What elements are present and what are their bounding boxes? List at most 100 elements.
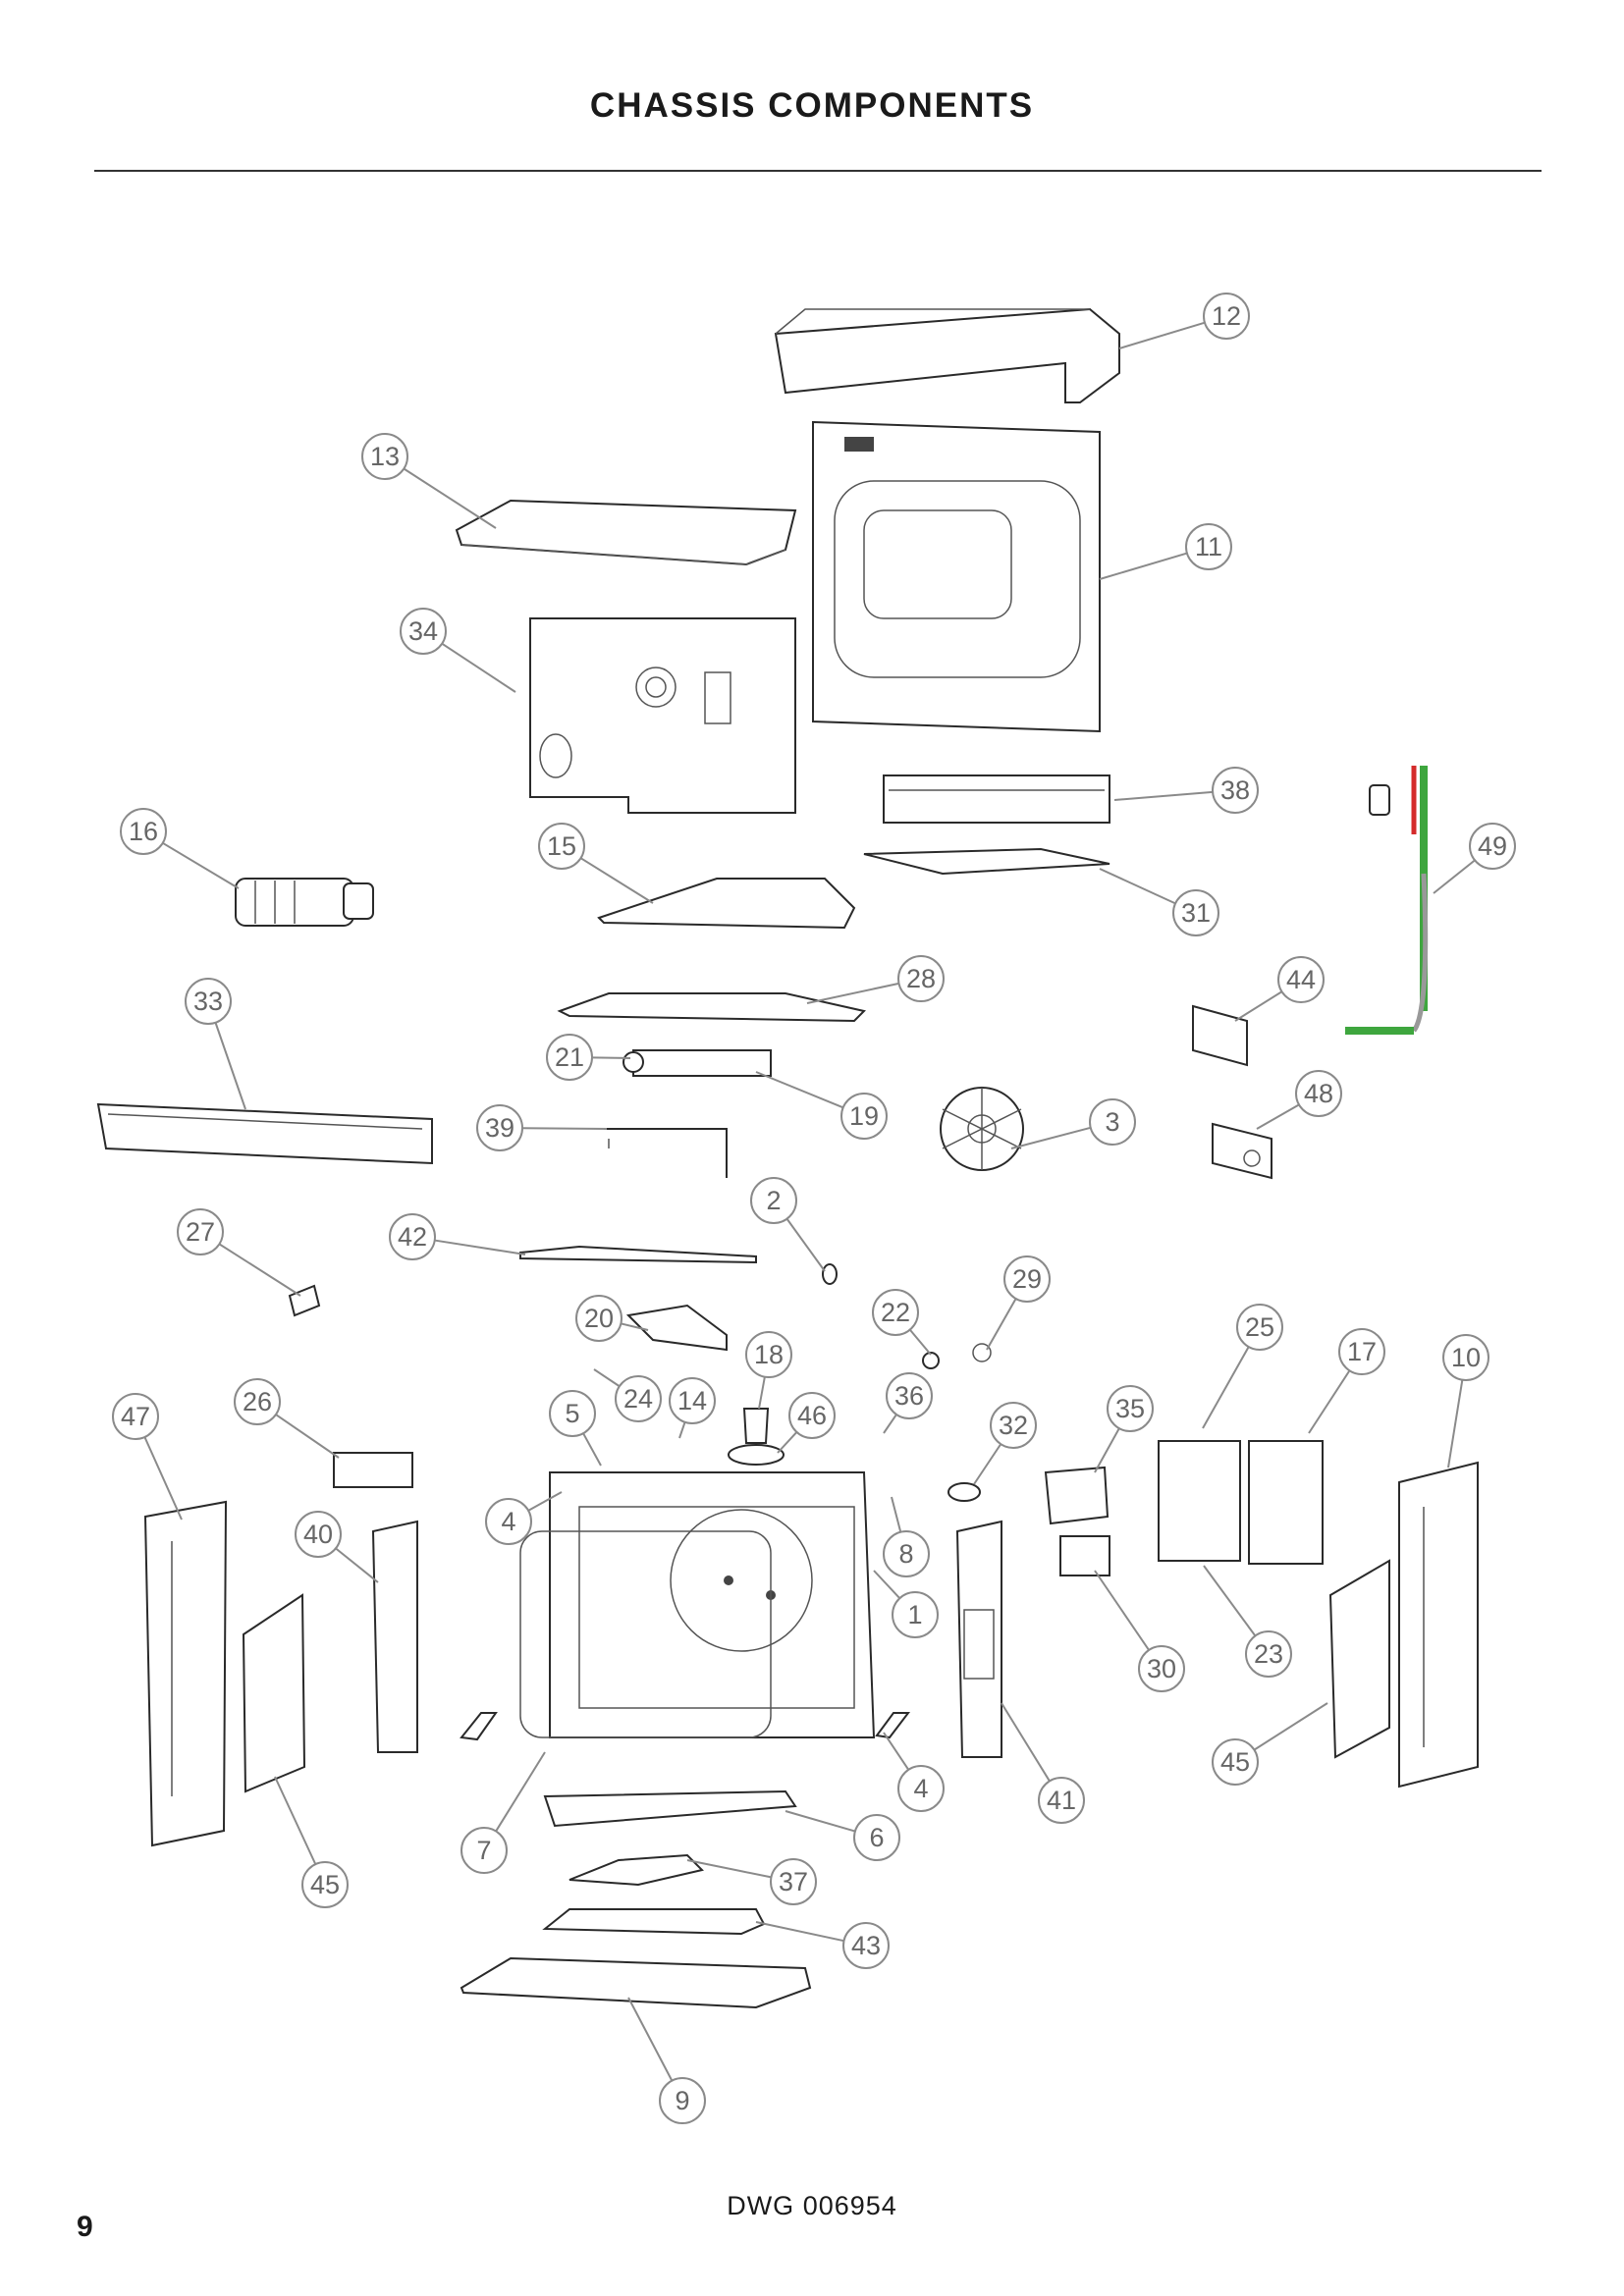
leader-line-45: [1253, 1702, 1328, 1751]
callout-4: 4: [485, 1498, 532, 1545]
callout-number: 17: [1347, 1337, 1377, 1366]
part-inner-back-panel: [529, 617, 796, 814]
callout-38: 38: [1212, 767, 1259, 814]
callout-number: 5: [565, 1399, 579, 1428]
callout-number: 38: [1220, 775, 1250, 805]
leader-line-2: [785, 1218, 826, 1272]
leader-line-32: [973, 1443, 1002, 1485]
callout-circle: [1185, 523, 1232, 570]
callout-circle: [361, 433, 408, 480]
callout-number: 2: [766, 1186, 781, 1215]
callout-10: 10: [1442, 1334, 1489, 1381]
callout-number: 47: [121, 1402, 150, 1431]
callout-number: 13: [370, 442, 400, 471]
callout-48: 48: [1295, 1070, 1342, 1117]
callout-30: 30: [1138, 1645, 1185, 1692]
callout-number: 27: [186, 1217, 215, 1247]
callout-circle: [1212, 1738, 1259, 1786]
part-48-bracket: [1212, 1122, 1272, 1180]
callout-46: 46: [788, 1392, 836, 1439]
callout-number: 39: [485, 1113, 514, 1143]
leader-line-5: [582, 1432, 602, 1467]
callout-21: 21: [546, 1034, 593, 1081]
callout-number: 40: [303, 1520, 333, 1549]
leader-line-41: [1001, 1702, 1051, 1782]
callout-number: 46: [797, 1401, 827, 1430]
leader-line-44: [1234, 990, 1283, 1022]
callout-number: 8: [898, 1539, 913, 1569]
callout-circle: [1107, 1385, 1154, 1432]
callout-number: 33: [193, 987, 223, 1016]
leader-line-6: [785, 1810, 856, 1833]
callout-circle: [234, 1378, 281, 1425]
leader-line-3: [1010, 1126, 1092, 1149]
callout-number: 24: [623, 1384, 653, 1414]
callout-number: 29: [1012, 1264, 1042, 1294]
callout-number: 3: [1105, 1107, 1119, 1137]
callout-36: 36: [886, 1372, 933, 1419]
callout-19: 19: [840, 1093, 888, 1140]
callout-37: 37: [770, 1858, 817, 1905]
part-rack-tray: [543, 1789, 797, 1828]
leader-line-31: [1099, 868, 1176, 905]
callout-number: 28: [906, 964, 936, 993]
leader-line-38: [1113, 790, 1214, 801]
callout-circle: [1338, 1328, 1385, 1375]
callout-number: 26: [243, 1387, 272, 1416]
callout-47: 47: [112, 1393, 159, 1440]
leader-line-28: [806, 982, 899, 1004]
leader-line-1: [873, 1570, 901, 1599]
title-divider: [94, 170, 1542, 172]
callout-circle: [1203, 293, 1250, 340]
part-44-plate: [1192, 1004, 1248, 1067]
callout-28: 28: [897, 955, 945, 1002]
part-31-plate: [863, 847, 1110, 876]
callout-circle: [615, 1375, 662, 1422]
callout-circle: [1138, 1645, 1185, 1692]
callout-3: 3: [1089, 1098, 1136, 1146]
callout-circle: [575, 1295, 623, 1342]
callout-number: 45: [1220, 1747, 1250, 1777]
leader-line-21: [591, 1056, 631, 1059]
callout-circle: [990, 1402, 1037, 1449]
callout-number: 15: [547, 831, 576, 861]
callout-43: 43: [842, 1922, 890, 1969]
callout-29: 29: [1003, 1255, 1051, 1303]
leader-line-11: [1099, 552, 1188, 580]
leader-line-13: [403, 467, 497, 529]
callout-circle: [1038, 1777, 1085, 1824]
callout-31: 31: [1172, 889, 1219, 936]
leader-line-9: [627, 1997, 674, 2082]
callout-45: 45: [301, 1861, 349, 1908]
callout-circle: [872, 1289, 919, 1336]
callout-circle: [745, 1331, 792, 1378]
callout-number: 23: [1254, 1639, 1283, 1669]
callout-11: 11: [1185, 523, 1232, 570]
callout-number: 49: [1478, 831, 1507, 861]
leader-line-20: [621, 1322, 649, 1331]
leader-line-12: [1118, 321, 1206, 349]
leader-line-29: [986, 1298, 1017, 1351]
part-32-ring: [947, 1482, 981, 1502]
callout-13: 13: [361, 433, 408, 480]
leader-line-39: [521, 1127, 608, 1130]
callout-circle: [1089, 1098, 1136, 1146]
callout-number: 25: [1245, 1312, 1274, 1342]
callout-circle: [185, 978, 232, 1025]
callout-circle: [389, 1213, 436, 1260]
part-oven-cavity: [519, 1471, 876, 1738]
callout-number: 21: [555, 1042, 584, 1072]
callout-9: 9: [659, 2077, 706, 2124]
callout-circle: [886, 1372, 933, 1419]
callout-number: 30: [1147, 1654, 1176, 1683]
callout-circle: [120, 808, 167, 855]
part-front-frame: [96, 1102, 433, 1165]
part-electronic-boards: [1158, 1440, 1324, 1565]
leader-line-35: [1094, 1427, 1120, 1473]
part-thermostat-bracket: [623, 1049, 772, 1077]
callout-circle: [1245, 1630, 1292, 1678]
drawing-number: DWG 006954: [727, 2191, 897, 2220]
callout-number: 42: [398, 1222, 427, 1252]
callout-35: 35: [1107, 1385, 1154, 1432]
part-43-bracket: [542, 1908, 766, 1936]
